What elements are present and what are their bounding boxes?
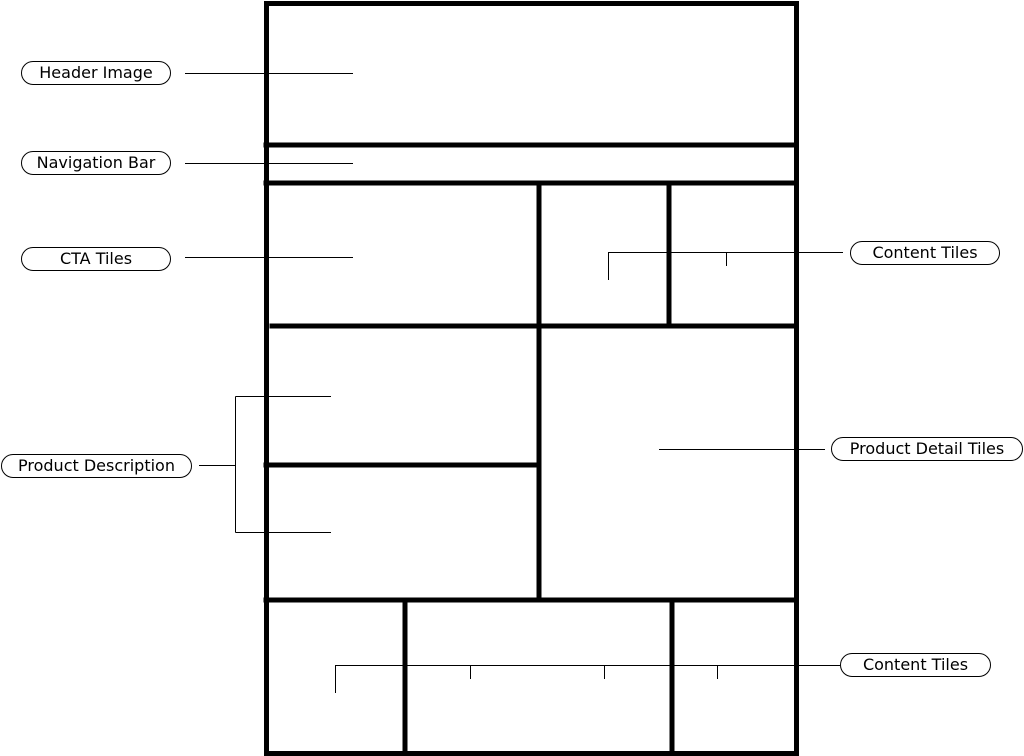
cta-tiles-label: CTA Tiles bbox=[21, 247, 171, 271]
navigation-bar-label: Navigation Bar bbox=[21, 151, 171, 175]
page-frame bbox=[264, 1, 799, 756]
content-tiles-top-connector bbox=[608, 252, 843, 280]
product-description-label: Product Description bbox=[1, 454, 192, 478]
content-tiles-bottom-connector bbox=[335, 665, 840, 693]
product-detail-tiles-label: Product Detail Tiles bbox=[831, 437, 1023, 461]
content-tiles-top-label: Content Tiles bbox=[850, 241, 1000, 265]
product-description-bracket bbox=[199, 396, 331, 533]
content-tiles-bottom-label: Content Tiles bbox=[840, 653, 991, 677]
header-image-label: Header Image bbox=[21, 61, 171, 85]
